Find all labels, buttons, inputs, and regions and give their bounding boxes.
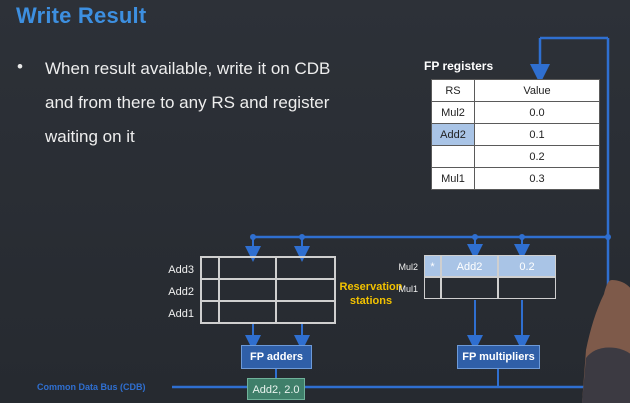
reg-value: 0.1 [475, 124, 600, 146]
mul-rs-src2 [498, 277, 556, 299]
cdb-label: Common Data Bus (CDB) [37, 382, 146, 392]
rs-label-add2: Add2 [160, 284, 194, 306]
table-row: Add2 0.1 [432, 124, 600, 146]
fp-registers-title: FP registers [424, 59, 493, 73]
header-rs: RS [432, 80, 475, 102]
presenter-image [582, 280, 630, 403]
header-value: Value [475, 80, 600, 102]
reg-rs: Mul2 [432, 102, 475, 124]
mul-rs-src1: Add2 [441, 255, 498, 277]
reg-rs [432, 146, 475, 168]
mul-rs-labels: Mul2 Mul1 [384, 261, 418, 305]
rs-label-add1: Add1 [160, 306, 194, 328]
reg-value: 0.2 [475, 146, 600, 168]
mul-rs-busy: * [424, 255, 441, 277]
junction-dot [250, 234, 256, 240]
junction-dot [605, 234, 611, 240]
reg-rs-highlighted: Add2 [432, 124, 475, 146]
table-row: Mul1 0.3 [432, 168, 600, 190]
adder-rs-labels: Add3 Add2 Add1 [160, 262, 194, 328]
fp-registers-table: RS Value Mul2 0.0 Add2 0.1 0.2 Mul1 0.3 [431, 79, 600, 190]
mul-rs-row [424, 277, 556, 299]
table-header-row: RS Value [432, 80, 600, 102]
rs-label-mul1: Mul1 [384, 283, 418, 305]
reg-rs: Mul1 [432, 168, 475, 190]
adder-rs-grid [200, 256, 336, 324]
cdb-data-packet: Add2, 2.0 [247, 378, 305, 400]
junction-dot [472, 234, 478, 240]
junction-dot [519, 234, 525, 240]
reg-value: 0.3 [475, 168, 600, 190]
junction-dot [299, 234, 305, 240]
mul-rs-busy [424, 277, 441, 299]
reg-value: 0.0 [475, 102, 600, 124]
mul-rs-row: * Add2 0.2 [424, 255, 556, 277]
rs-label-add3: Add3 [160, 262, 194, 284]
rs-label-mul2: Mul2 [384, 261, 418, 283]
table-row: 0.2 [432, 146, 600, 168]
fp-adders-unit: FP adders [241, 345, 312, 369]
table-row: Mul2 0.0 [432, 102, 600, 124]
mul-rs-src1 [441, 277, 498, 299]
mul-rs-src2: 0.2 [498, 255, 556, 277]
fp-multipliers-unit: FP multipliers [457, 345, 540, 369]
